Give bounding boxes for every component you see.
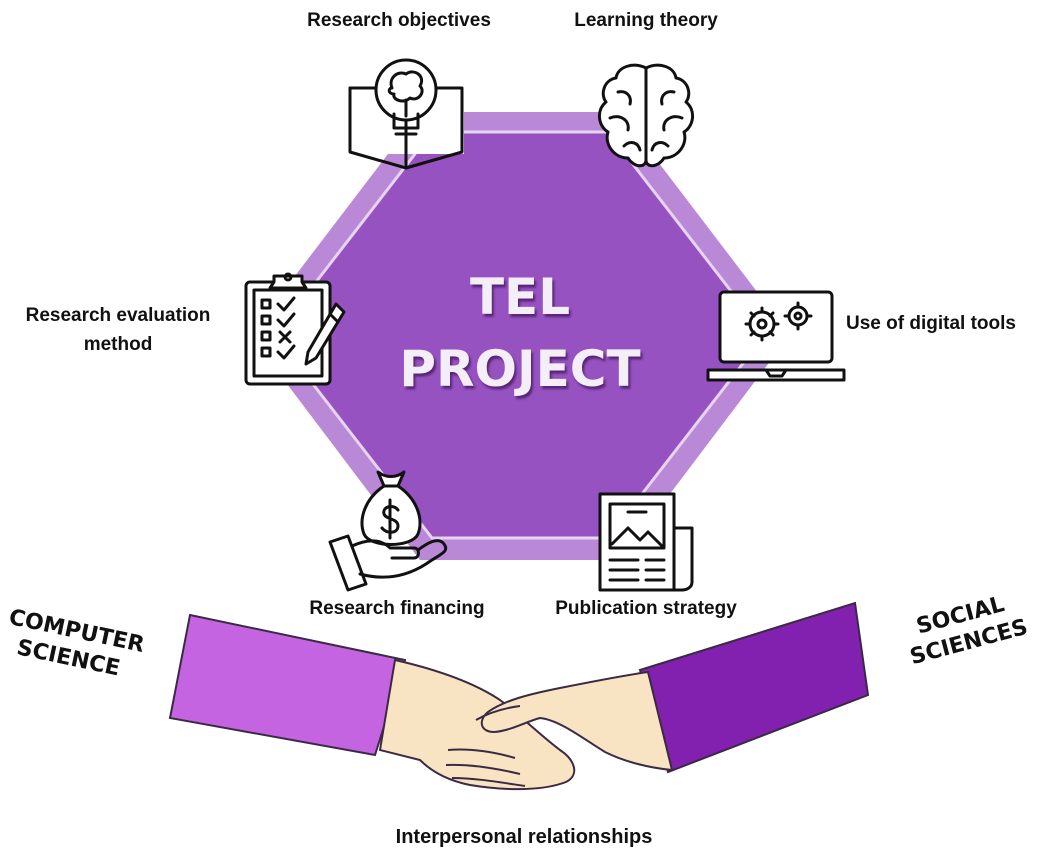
handshake-illustration	[168, 601, 870, 791]
label-research-financing: Research financing	[309, 598, 485, 619]
hexagon-inner	[273, 130, 767, 540]
title-line-2: PROJECT	[399, 340, 641, 398]
label-interpersonal-relationships: Interpersonal relationships	[395, 826, 653, 848]
left-hand	[378, 658, 576, 791]
newspaper-icon	[598, 492, 694, 592]
label-research-evaluation-method-line2: method	[83, 334, 153, 355]
book-lightbulb-brain-icon	[348, 58, 464, 170]
tel-hexagon	[250, 112, 790, 560]
right-sleeve	[638, 601, 870, 774]
laptop-gears-icon	[706, 290, 846, 382]
label-learning-theory: Learning theory	[574, 10, 718, 31]
left-sleeve	[168, 613, 407, 757]
label-publication-strategy: Publication strategy	[555, 598, 737, 619]
right-hand	[480, 670, 674, 772]
clipboard-checklist-icon	[244, 272, 346, 386]
brain-icon	[598, 63, 694, 168]
title-line-1: TEL	[469, 268, 571, 326]
hand-money-bag-icon	[328, 470, 448, 592]
label-use-of-digital-tools: Use of digital tools	[846, 313, 1016, 334]
label-research-evaluation-method-line1: Research evaluation	[25, 305, 211, 326]
label-research-objectives: Research objectives	[307, 10, 491, 31]
finger-lines	[445, 705, 526, 787]
